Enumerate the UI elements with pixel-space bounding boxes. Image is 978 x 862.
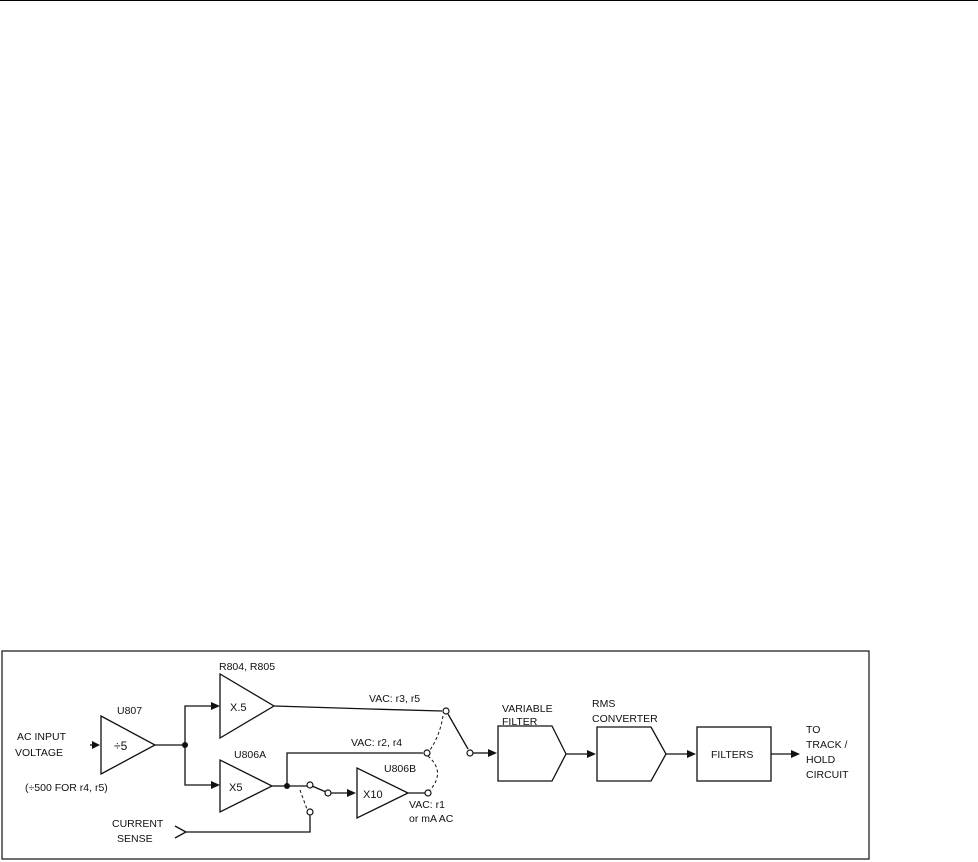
output-line4: CIRCUIT xyxy=(806,769,849,781)
r804-in-arrow xyxy=(211,702,220,710)
label-vac-r3-r5: VAC: r3, r5 xyxy=(369,693,420,705)
r804-amplifier xyxy=(219,672,276,740)
variable-filter-line2: FILTER xyxy=(502,716,538,728)
u806b-ref: U806B xyxy=(384,763,416,775)
selector-blade xyxy=(311,785,327,793)
input-arrow xyxy=(92,741,100,749)
u806a-ref: U806A xyxy=(234,749,266,761)
variable-filter-block xyxy=(497,725,567,782)
diagram-frame xyxy=(1,650,870,860)
output-line2: TRACK / xyxy=(806,739,848,751)
range-linkage-upper xyxy=(429,715,444,751)
u807-note: (÷500 FOR r4, r5) xyxy=(25,782,108,794)
switch-contact-r1 xyxy=(424,789,432,797)
variable-filter-line1: VARIABLE xyxy=(502,703,553,715)
current-sense-line1: CURRENT xyxy=(112,818,164,830)
output-line1: TO xyxy=(806,724,820,736)
filters-label: FILTERS xyxy=(711,749,753,761)
rms-converter-line2: CONVERTER xyxy=(592,713,658,725)
filters-block xyxy=(696,726,772,782)
label-ma-ac: or mA AC xyxy=(409,813,454,825)
switch-contact-r3r5 xyxy=(442,707,450,715)
top-rule xyxy=(0,0,978,1)
current-sense-line2: SENSE xyxy=(117,833,153,845)
u806b-gain: X10 xyxy=(363,789,383,801)
r804-gain: X.5 xyxy=(230,702,247,714)
u806a-in-arrow xyxy=(211,781,220,789)
output-line3: HOLD xyxy=(806,754,836,766)
switch-contact-r2r4 xyxy=(423,749,431,757)
range-linkage-lower xyxy=(427,755,438,791)
range-switch-blade xyxy=(447,713,469,750)
rms-converter-line1: RMS xyxy=(592,698,615,710)
selector-contact-b xyxy=(324,789,332,797)
current-sense-wire xyxy=(186,815,311,833)
u806b-amplifier xyxy=(356,766,410,820)
rms-in-arrow xyxy=(587,750,596,758)
u806a-amplifier xyxy=(219,758,274,814)
r804-out-wire xyxy=(273,705,443,712)
u807-gain: ÷5 xyxy=(114,739,128,753)
filters-in-arrow xyxy=(687,750,696,758)
label-vac-r1: VAC: r1 xyxy=(409,799,445,811)
filter-in-arrow xyxy=(488,749,497,757)
output-arrow xyxy=(791,750,800,758)
current-sense-connector xyxy=(174,825,188,839)
input-label-line2: VOLTAGE xyxy=(15,747,63,759)
range-switch-common xyxy=(466,749,474,757)
u806a-gain: X5 xyxy=(229,782,242,794)
current-sense-contact xyxy=(306,808,314,816)
u806a-to-switch-wire xyxy=(286,752,423,786)
branch-up-wire xyxy=(184,705,212,745)
u807-ref: U807 xyxy=(117,705,142,717)
u807-amplifier xyxy=(100,714,157,776)
selector-contact-a xyxy=(306,781,314,789)
input-label-line1: AC INPUT xyxy=(17,731,67,743)
label-vac-r2-r4: VAC: r2, r4 xyxy=(351,737,402,749)
r804-ref: R804, R805 xyxy=(219,661,275,673)
rms-converter-block xyxy=(596,726,667,782)
u806b-in-arrow xyxy=(347,789,356,797)
branch-down-wire xyxy=(184,745,212,786)
selector-linkage xyxy=(299,789,309,813)
